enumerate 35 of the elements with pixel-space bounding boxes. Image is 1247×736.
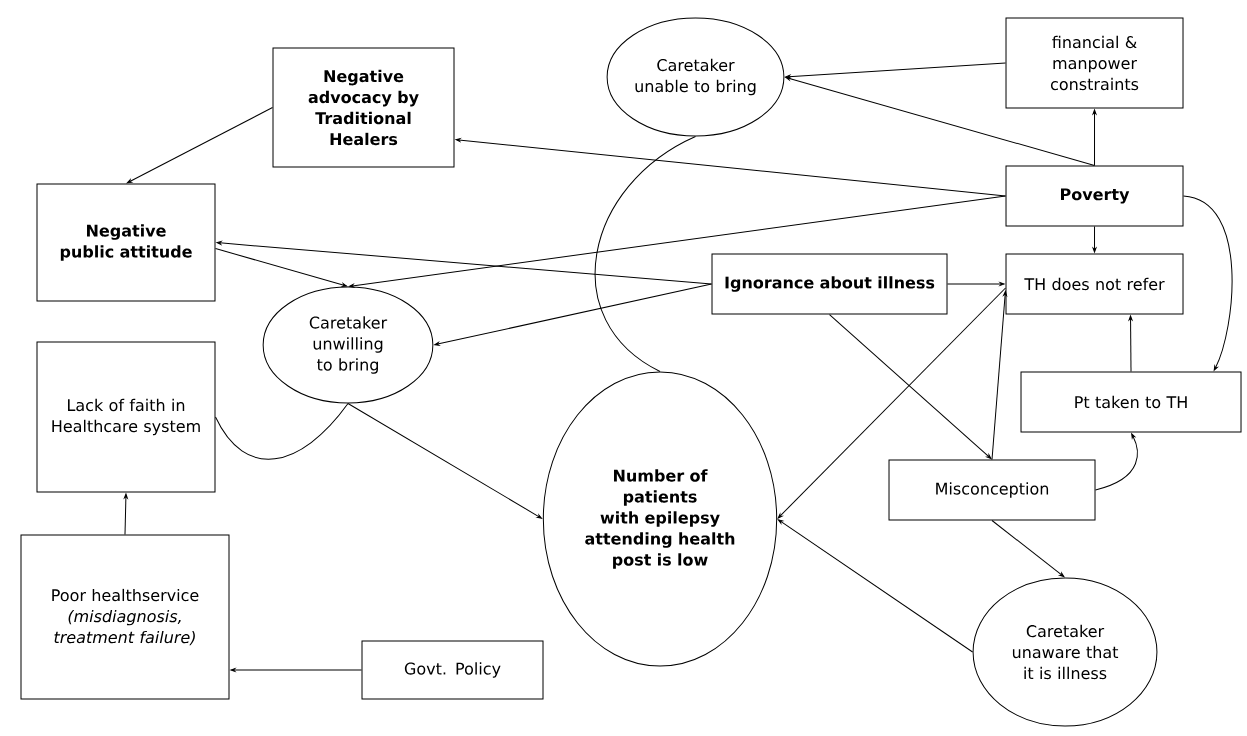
- arrow: [1092, 109, 1097, 166]
- arrow: [230, 668, 362, 672]
- arrow: [455, 138, 1006, 197]
- connector-line: [215, 403, 349, 460]
- arrow: [991, 291, 1007, 460]
- arrow: [434, 283, 712, 346]
- arrow: [216, 241, 712, 285]
- box: Negative advocacy by Traditional Healers: [272, 47, 455, 168]
- box: Govt. Policy: [361, 640, 544, 700]
- arrow: [947, 282, 1005, 286]
- arrow: [349, 195, 1006, 288]
- arrow: [215, 248, 348, 287]
- box: Misconception: [888, 459, 1096, 521]
- box: Ignorance about illness: [711, 253, 948, 315]
- arrow: [1128, 315, 1133, 372]
- arrow: [991, 520, 1065, 578]
- arrow: [124, 493, 128, 535]
- arrow: [1092, 226, 1097, 253]
- box: Poor healthservice (misdiagnosis, treatment failure): [20, 534, 230, 700]
- box: Negative public attitude: [36, 183, 216, 302]
- arrow: [347, 403, 543, 519]
- arrow: [785, 62, 1006, 79]
- box: Pt taken to TH: [1020, 371, 1242, 433]
- arrow: [777, 519, 974, 653]
- arrow: [1095, 433, 1138, 491]
- box: Poverty: [1005, 165, 1184, 227]
- arrow: [829, 314, 992, 459]
- arrow: [1183, 195, 1233, 371]
- arrow: [785, 76, 1095, 166]
- box: financial & manpower constraints: [1005, 17, 1184, 109]
- box: Lack of faith in Healthcare system: [36, 341, 216, 493]
- arrow: [777, 287, 1006, 519]
- box: TH does not refer: [1005, 253, 1184, 315]
- arrow: [126, 107, 273, 184]
- connector-line: [594, 136, 696, 372]
